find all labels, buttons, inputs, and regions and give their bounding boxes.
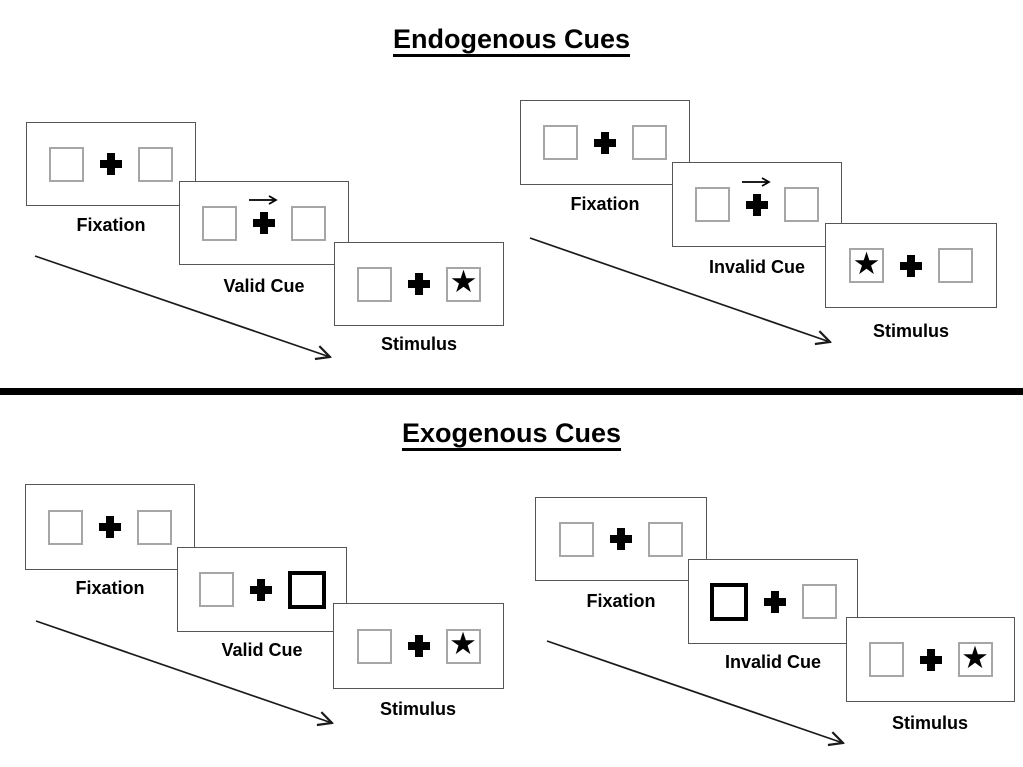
cue-panel: [177, 547, 347, 632]
fixation-cross-icon: [253, 212, 275, 234]
panel-label: Valid Cue: [223, 276, 305, 296]
fixation-panel: [25, 484, 195, 570]
stimulus-panel: ★: [333, 603, 504, 689]
right-placeholder-box: [784, 187, 819, 222]
panel-label: Fixation: [75, 578, 145, 598]
fixation-cross-icon: [610, 528, 632, 550]
stimulus-panel: ★: [846, 617, 1015, 702]
fixation-cross-icon: [900, 254, 922, 277]
cue-panel: [688, 559, 858, 644]
fixation-cross-icon: [99, 516, 121, 538]
right-placeholder-box: [801, 584, 837, 619]
left-target-box: ★: [849, 248, 884, 283]
left-highlight-cue-box: [709, 582, 748, 621]
fixation-panel: [520, 100, 690, 185]
left-placeholder-box: [356, 628, 392, 664]
right-highlight-cue-box: [287, 570, 326, 609]
time-arrow-icon: [529, 237, 839, 348]
target-star-icon: ★: [852, 245, 881, 282]
panel-label: Stimulus: [379, 699, 456, 719]
fixation-cross-icon: [594, 131, 616, 154]
right-placeholder-box: [632, 125, 667, 160]
left-placeholder-box: [868, 642, 904, 677]
fixation-cross-icon: [919, 648, 942, 671]
right-placeholder-box: [938, 248, 973, 283]
fixation-cross-icon: [746, 193, 768, 216]
left-placeholder-box: [543, 125, 578, 160]
panel-label: Fixation: [586, 591, 656, 611]
fixation-cross-icon: [100, 153, 122, 175]
left-placeholder-box: [49, 146, 84, 182]
cue-panel: [672, 162, 842, 247]
fixation-cross-icon: [763, 590, 786, 613]
left-placeholder-box: [695, 187, 730, 222]
right-placeholder-box: [138, 146, 173, 182]
target-star-icon: ★: [449, 264, 478, 300]
section-title-endogenous: Endogenous Cues: [392, 24, 630, 54]
right-placeholder-box: [291, 205, 326, 241]
fixation-cross-icon: [408, 273, 430, 295]
right-placeholder-box: [137, 509, 172, 545]
panel-label: Invalid Cue: [724, 652, 822, 672]
panel-label: Fixation: [76, 215, 146, 235]
right-target-box: ★: [445, 626, 481, 664]
left-placeholder-box: [202, 205, 237, 241]
fixation-cross-icon: [249, 578, 272, 601]
panel-label: Invalid Cue: [708, 257, 806, 277]
cue-arrow-icon: [742, 176, 771, 187]
target-star-icon: ★: [961, 639, 989, 676]
time-arrow-icon: [546, 640, 851, 749]
panel-label: Stimulus: [380, 334, 457, 354]
fixation-panel: [26, 122, 196, 206]
section-divider: [0, 388, 1023, 395]
left-placeholder-box: [357, 266, 392, 302]
cue-arrow-icon: [249, 195, 278, 205]
stimulus-panel: ★: [825, 223, 997, 308]
panel-label: Fixation: [570, 194, 640, 214]
left-placeholder-box: [198, 572, 234, 607]
section-title-exogenous: Exogenous Cues: [401, 418, 622, 448]
left-placeholder-box: [48, 509, 83, 545]
left-placeholder-box: [559, 521, 594, 557]
stimulus-panel: ★: [334, 242, 504, 326]
target-star-icon: ★: [449, 626, 477, 662]
right-placeholder-box: [648, 521, 683, 557]
time-arrow-icon: [34, 255, 340, 365]
fixation-panel: [535, 497, 707, 581]
cue-panel: [179, 181, 349, 265]
time-arrow-icon: [35, 620, 340, 729]
right-target-box: ★: [446, 264, 481, 302]
fixation-cross-icon: [407, 635, 430, 657]
panel-label: Stimulus: [891, 713, 968, 733]
panel-label: Valid Cue: [221, 640, 303, 660]
panel-label: Stimulus: [872, 321, 949, 341]
right-target-box: ★: [957, 639, 993, 677]
